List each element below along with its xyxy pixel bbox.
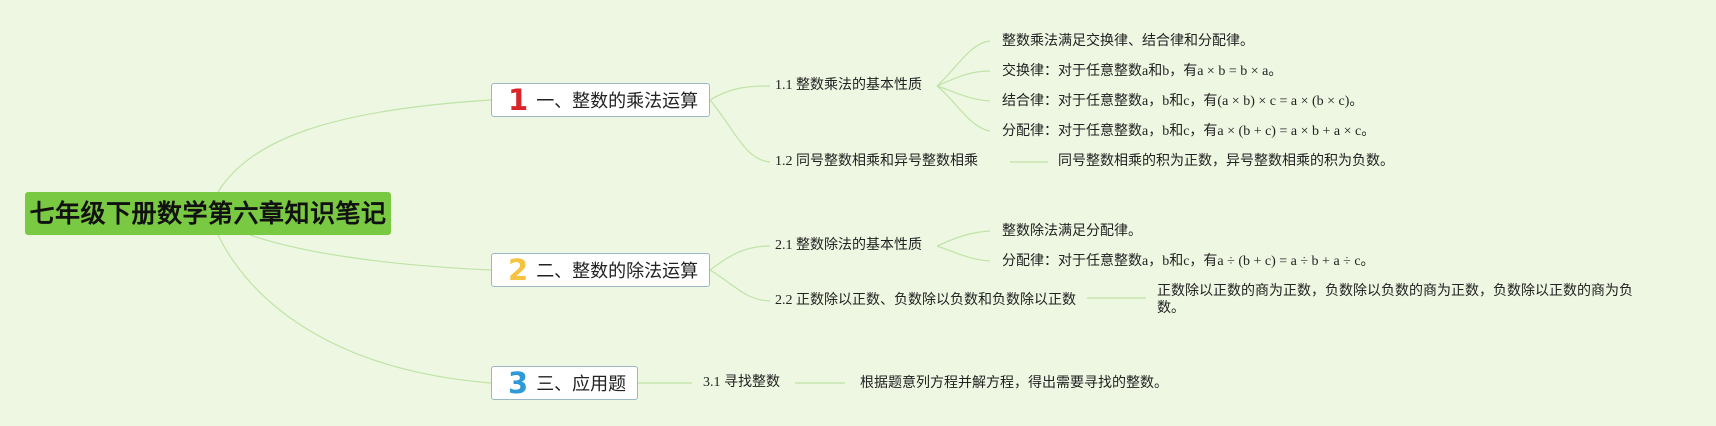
leaf-1-1-2[interactable]: 交换律：对于任意整数a和b，有a × b = b × a。 xyxy=(1002,64,1283,79)
branch-topic-application[interactable]: 3 三、应用题 xyxy=(491,366,638,400)
branch-label: 二、整数的除法运算 xyxy=(536,261,699,282)
link-branch-1-sub-1-1 xyxy=(709,85,771,101)
link-root-branch-3 xyxy=(217,234,492,384)
subtopic-2-1[interactable]: 2.1 整数除法的基本性质 xyxy=(775,238,922,253)
link-branch-2-sub-2-2 xyxy=(709,269,771,302)
leaf-3-1-1[interactable]: 根据题意列方程并解方程，得出需要寻找的整数。 xyxy=(860,376,1168,391)
leaf-1-2-1[interactable]: 同号整数相乘的积为正数，异号整数相乘的积为负数。 xyxy=(1058,154,1394,169)
priority-1-marker-icon: 1 xyxy=(508,82,529,117)
link-root-branch-2 xyxy=(249,234,492,271)
link-branch-2-sub-2-1 xyxy=(709,245,771,271)
leaf-2-2-1[interactable]: 正数除以正数的商为正数，负数除以负数的商为正数，负数除以正数的商为负数。 xyxy=(1157,284,1633,316)
link-sub-2-1-leaf-2 xyxy=(936,245,991,262)
leaf-2-1-2[interactable]: 分配律：对于任意整数a，b和c，有a ÷ (b + c) = a ÷ b + a… xyxy=(1002,254,1375,269)
link-sub-1-1-leaf-4 xyxy=(936,85,991,132)
leaf-1-1-1[interactable]: 整数乘法满足交换律、结合律和分配律。 xyxy=(1002,34,1254,49)
subtopic-2-2[interactable]: 2.2 正数除以正数、负数除以负数和负数除以正数 xyxy=(775,293,1076,308)
leaf-1-1-3[interactable]: 结合律：对于任意整数a，b和c，有(a × b) × c = a × (b × … xyxy=(1002,94,1364,109)
link-sub-2-1-leaf-1 xyxy=(936,230,991,247)
subtopic-1-1[interactable]: 1.1 整数乘法的基本性质 xyxy=(775,78,922,93)
subtopic-3-1[interactable]: 3.1 寻找整数 xyxy=(703,375,780,390)
link-sub-1-1-leaf-1 xyxy=(936,40,991,87)
branch-label: 三、应用题 xyxy=(536,374,627,395)
root-topic[interactable]: 七年级下册数学第六章知识笔记 xyxy=(25,192,391,235)
leaf-2-1-1[interactable]: 整数除法满足分配律。 xyxy=(1002,224,1142,239)
branch-label: 一、整数的乘法运算 xyxy=(536,91,699,112)
priority-2-marker-icon: 2 xyxy=(508,252,529,287)
branch-topic-multiplication[interactable]: 1 一、整数的乘法运算 xyxy=(491,83,710,117)
leaf-1-1-4[interactable]: 分配律：对于任意整数a，b和c，有a × (b + c) = a × b + a… xyxy=(1002,124,1376,139)
subtopic-1-2[interactable]: 1.2 同号整数相乘和异号整数相乘 xyxy=(775,154,978,169)
link-sub-1-1-leaf-3 xyxy=(936,85,991,102)
link-branch-1-sub-1-2 xyxy=(709,99,771,163)
link-root-branch-1 xyxy=(217,99,492,193)
branch-topic-division[interactable]: 2 二、整数的除法运算 xyxy=(491,253,710,287)
link-sub-1-1-leaf-2 xyxy=(936,70,991,87)
priority-3-marker-icon: 3 xyxy=(508,365,529,400)
